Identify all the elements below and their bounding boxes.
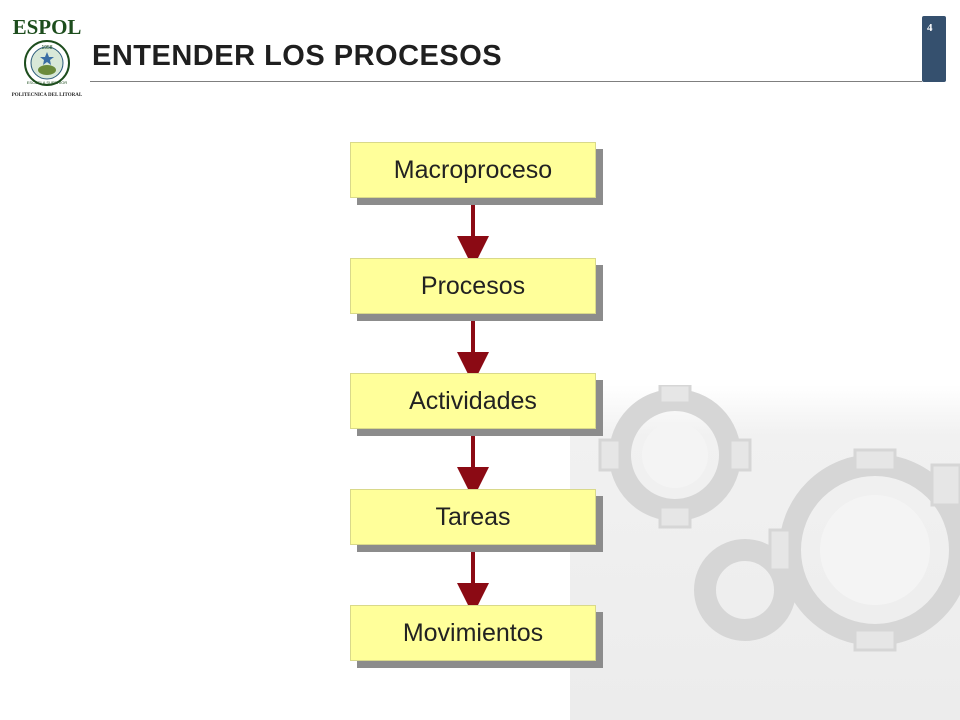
- flow-node-label: Movimientos: [402, 619, 544, 647]
- flow-node-label: Macroproceso: [393, 156, 553, 184]
- flow-node-procesos: Procesos: [350, 258, 596, 314]
- page-title: ENTENDER LOS PROCESOS: [92, 40, 503, 72]
- svg-text:POLITECNICA DEL LITORAL: POLITECNICA DEL LITORAL: [12, 93, 83, 98]
- title-divider: [90, 81, 922, 82]
- svg-text:ESPOL: ESPOL: [13, 15, 82, 39]
- gears-watermark: [570, 385, 960, 720]
- flow-node-label: Actividades: [409, 387, 537, 415]
- page-number: 4: [927, 22, 933, 34]
- flow-node-label: Tareas: [435, 503, 511, 531]
- flow-node-tareas: Tareas: [350, 489, 596, 545]
- svg-text:ESCUELA SUPERIOR: ESCUELA SUPERIOR: [27, 80, 68, 85]
- flow-node-macroproceso: Macroproceso: [350, 142, 596, 198]
- svg-text:1958: 1958: [41, 45, 52, 51]
- page-number-tab: [922, 16, 946, 82]
- flow-node-movimientos: Movimientos: [350, 605, 596, 661]
- flow-node-actividades: Actividades: [350, 373, 596, 429]
- flow-node-label: Procesos: [420, 272, 526, 300]
- espol-logo: ESPOL 1958 ESCUELA SUPERIOR POLITECNICA …: [12, 15, 83, 98]
